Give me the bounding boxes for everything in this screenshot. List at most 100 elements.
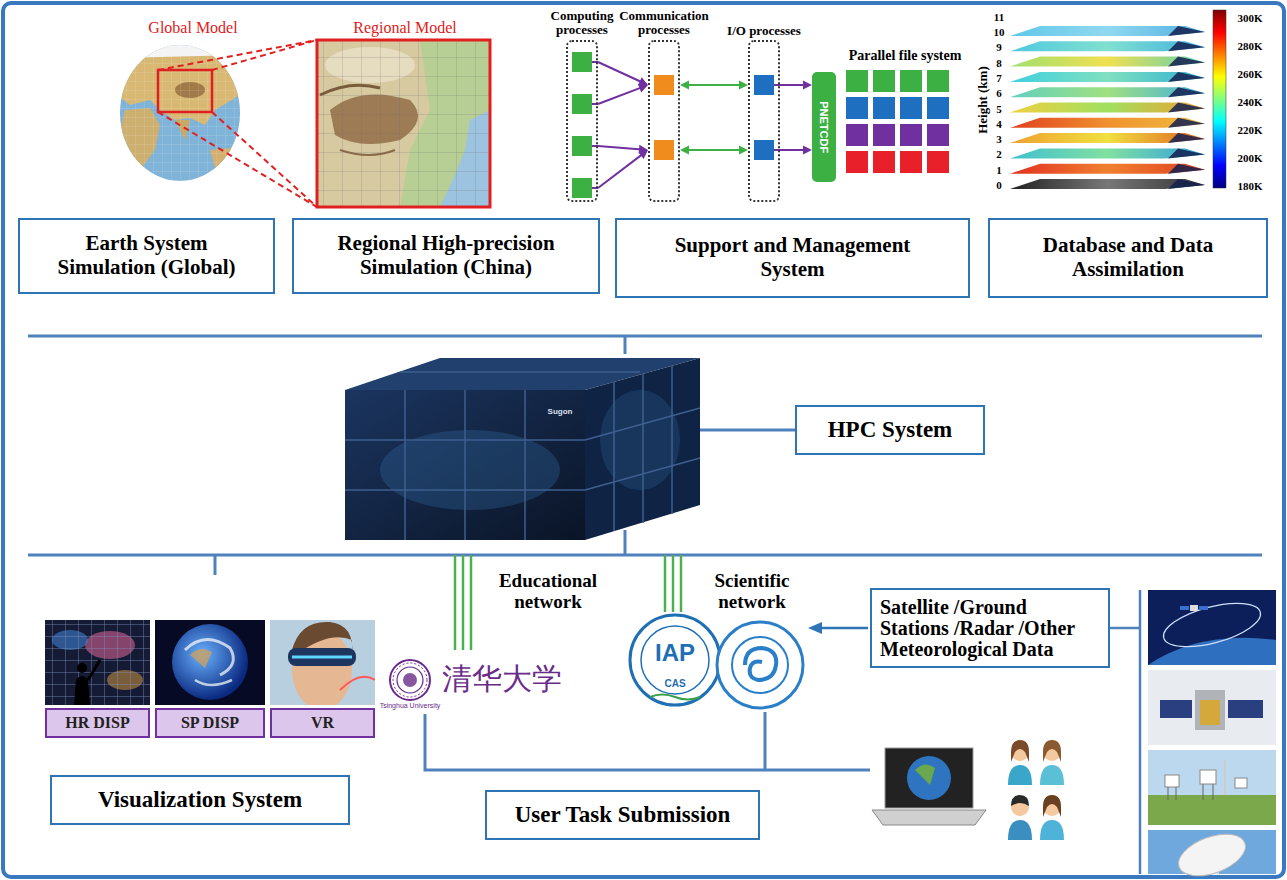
atmosphere-layers	[1010, 26, 1205, 189]
atmosphere-layers	[1168, 72, 1205, 82]
sphere-display-picture	[190, 649, 212, 668]
agency-emblem	[717, 622, 803, 708]
group-heading: Communication processes	[614, 9, 714, 38]
axis-tick: 1	[996, 164, 1002, 176]
atmosphere-layers	[1168, 41, 1205, 51]
spacecraft-picture	[1200, 700, 1220, 725]
logo-text: CAS	[664, 678, 685, 689]
separator-line	[28, 554, 1262, 557]
university-emblem	[390, 660, 430, 700]
ground-station-picture	[1148, 750, 1276, 825]
vr-picture	[340, 677, 375, 690]
institute-emblem	[650, 695, 700, 700]
axis-tick: 5	[996, 102, 1002, 114]
axis-title: Height (km)	[976, 66, 990, 134]
user-icons	[1011, 740, 1029, 762]
file-system-grid	[846, 97, 868, 119]
separator-line	[700, 429, 795, 432]
process-square	[654, 75, 674, 95]
bracket-line	[425, 714, 870, 770]
atmosphere-layers	[1010, 103, 1205, 113]
axis-tick: 5	[996, 102, 1002, 114]
axis-tick: 4	[996, 118, 1002, 130]
box-text: Satellite /Ground Stations /Radar /Other…	[880, 597, 1090, 660]
frame-border	[3, 3, 1284, 877]
regional-map	[317, 40, 490, 207]
colorbar-tick: 260K	[1237, 68, 1262, 80]
arrow-head	[638, 77, 648, 159]
spacecraft-picture	[1148, 670, 1276, 745]
box-text: PNETCDF	[818, 101, 830, 153]
spacecraft-picture	[1228, 700, 1263, 718]
model-label: Regional Model	[353, 19, 457, 37]
group-heading: Computing processes	[532, 9, 632, 38]
box-text: Support and Management System	[663, 234, 923, 281]
box-text: VR	[311, 714, 334, 732]
box-text: Regional High-precision Simulation (Chin…	[326, 232, 566, 279]
colorbar-tick: 200K	[1237, 152, 1262, 164]
atmosphere-layers	[1168, 118, 1205, 128]
logo-text: 清华大学	[442, 662, 562, 695]
box-text: User Task Submission	[515, 802, 731, 828]
file-system-grid	[873, 97, 895, 119]
display-wall-picture	[77, 663, 87, 673]
institute-emblem	[641, 626, 709, 694]
display-wall-picture	[45, 620, 150, 705]
vr-picture	[270, 620, 375, 705]
atmosphere-layers	[1010, 118, 1205, 128]
axis-tick: 2	[996, 148, 1002, 160]
network-line	[664, 555, 667, 612]
separator-line	[28, 336, 1262, 575]
data-feed-arrow	[1139, 590, 1142, 874]
network-label: Educational network	[491, 571, 606, 613]
axis-tick: 0	[996, 179, 1002, 191]
separator-line	[214, 555, 217, 575]
logo-text: IAP	[655, 640, 695, 666]
vr-picture	[288, 648, 356, 666]
atmosphere-layers	[1010, 87, 1205, 97]
file-system-grid	[873, 70, 895, 92]
brand-mark: Sugon	[548, 408, 573, 417]
university-emblem	[393, 663, 427, 697]
supercomputer	[345, 489, 585, 491]
file-system-grid	[927, 124, 949, 146]
atmosphere-layers	[1010, 72, 1205, 82]
display-box: HR DISP	[45, 708, 150, 738]
agency-emblem	[732, 637, 788, 693]
satellite-picture	[1199, 606, 1208, 610]
process-square	[572, 136, 592, 156]
institute-emblem	[630, 615, 720, 705]
atmosphere-layers	[1010, 148, 1205, 158]
ground-station-picture	[1200, 770, 1216, 784]
colorbar-tick: 200K	[1237, 152, 1262, 164]
atmosphere-layers	[1010, 26, 1205, 36]
separator-line	[624, 336, 627, 354]
zoom-lines	[158, 40, 317, 207]
file-system-grid	[873, 151, 895, 173]
flow-line	[598, 62, 643, 188]
model-label: Global Model	[148, 19, 237, 37]
colorbar-tick: 180K	[1237, 180, 1262, 192]
regional-map	[317, 40, 490, 207]
model-label: Global Model	[148, 19, 237, 37]
process-square	[572, 52, 592, 72]
supercomputer	[345, 358, 700, 540]
atmosphere-layers	[1168, 87, 1205, 97]
group-heading: I/O processes	[727, 24, 801, 38]
axis-tick: 3	[996, 133, 1002, 145]
supercomputer	[345, 390, 585, 540]
axis-tick: 2	[996, 148, 1002, 160]
regional-map	[317, 40, 490, 207]
file-system-grid	[900, 97, 922, 119]
user-icons	[1043, 795, 1061, 817]
sphere-display-picture	[195, 680, 232, 685]
process-group: Communication processes	[648, 40, 680, 202]
axis-tick: 8	[996, 57, 1002, 69]
university-emblem	[403, 673, 417, 687]
sphere-display-picture	[155, 620, 265, 705]
axis-tick: 11	[994, 11, 1004, 23]
colorbar-tick: 180K	[1237, 180, 1262, 192]
display-wall-picture	[88, 660, 100, 680]
process-square	[572, 52, 774, 198]
